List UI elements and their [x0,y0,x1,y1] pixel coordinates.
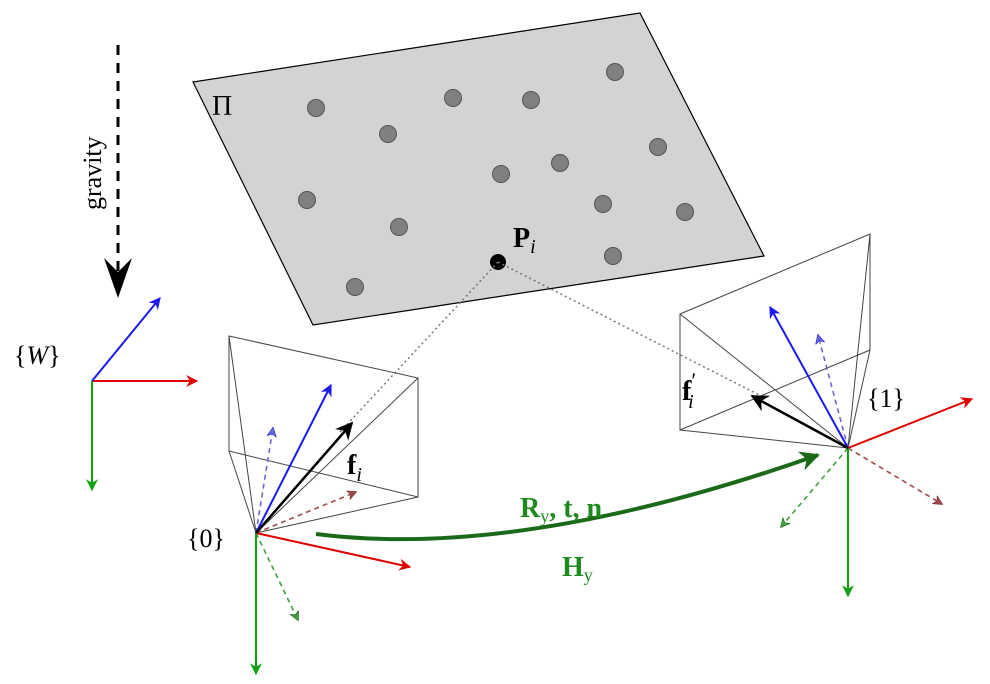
feature-point [379,125,397,143]
feature-point [594,195,612,213]
gravity-label: gravity [78,136,107,210]
feature-point [492,165,510,183]
gravity-arrowhead [104,258,132,298]
world-frame-label: {W} [14,341,61,370]
feature-point [604,247,622,265]
camera-1: f′i {1} [679,233,974,598]
camera1-z-axis [769,305,849,449]
camera0-gravity-x [255,492,356,534]
point-pi-label: Pi [513,223,536,258]
bearing-f-label: fi [347,450,362,486]
camera0-z-axis [255,383,332,534]
feature-point [551,154,569,172]
plane-surface [192,12,765,326]
plane-label: Π [212,91,232,122]
gravity-indicator: gravity [78,45,132,298]
feature-points [298,63,694,296]
feature-point [444,89,462,107]
camera1-gravity-y [781,447,849,527]
plane-pi: Π [192,12,765,326]
camera1-label: {1} [867,384,905,413]
world-z-axis [91,297,161,382]
camera0-gravity-y [255,532,298,620]
camera0-x-axis [255,532,412,571]
camera1-frustum [679,233,871,449]
ray-to-camera0 [339,261,499,433]
bearing-vector-f-prime [750,394,849,450]
feature-point [649,138,667,156]
bearing-f-prime-label: f′i [682,368,696,413]
camera-0: fi {0} [187,335,419,676]
camera1-gravity-z [818,335,849,449]
feature-point [307,99,325,117]
feature-point [298,191,316,209]
camera0-label: {0} [187,524,225,553]
feature-point [606,63,624,81]
camera1-gravity-x [847,447,942,504]
feature-point [522,91,540,109]
relative-transform: Ry, t, n Hy [315,451,820,585]
bearing-vector-f [255,421,354,534]
camera0-frustum [228,335,419,534]
feature-point [346,278,364,296]
camera1-x-axis [847,397,974,449]
feature-point [390,218,408,236]
transform-h-label: Hy [562,552,593,585]
transform-arrow [315,451,820,542]
transform-rtn-label: Ry, t, n [520,493,603,526]
world-frame: {W} [14,297,199,492]
feature-point [676,203,694,221]
